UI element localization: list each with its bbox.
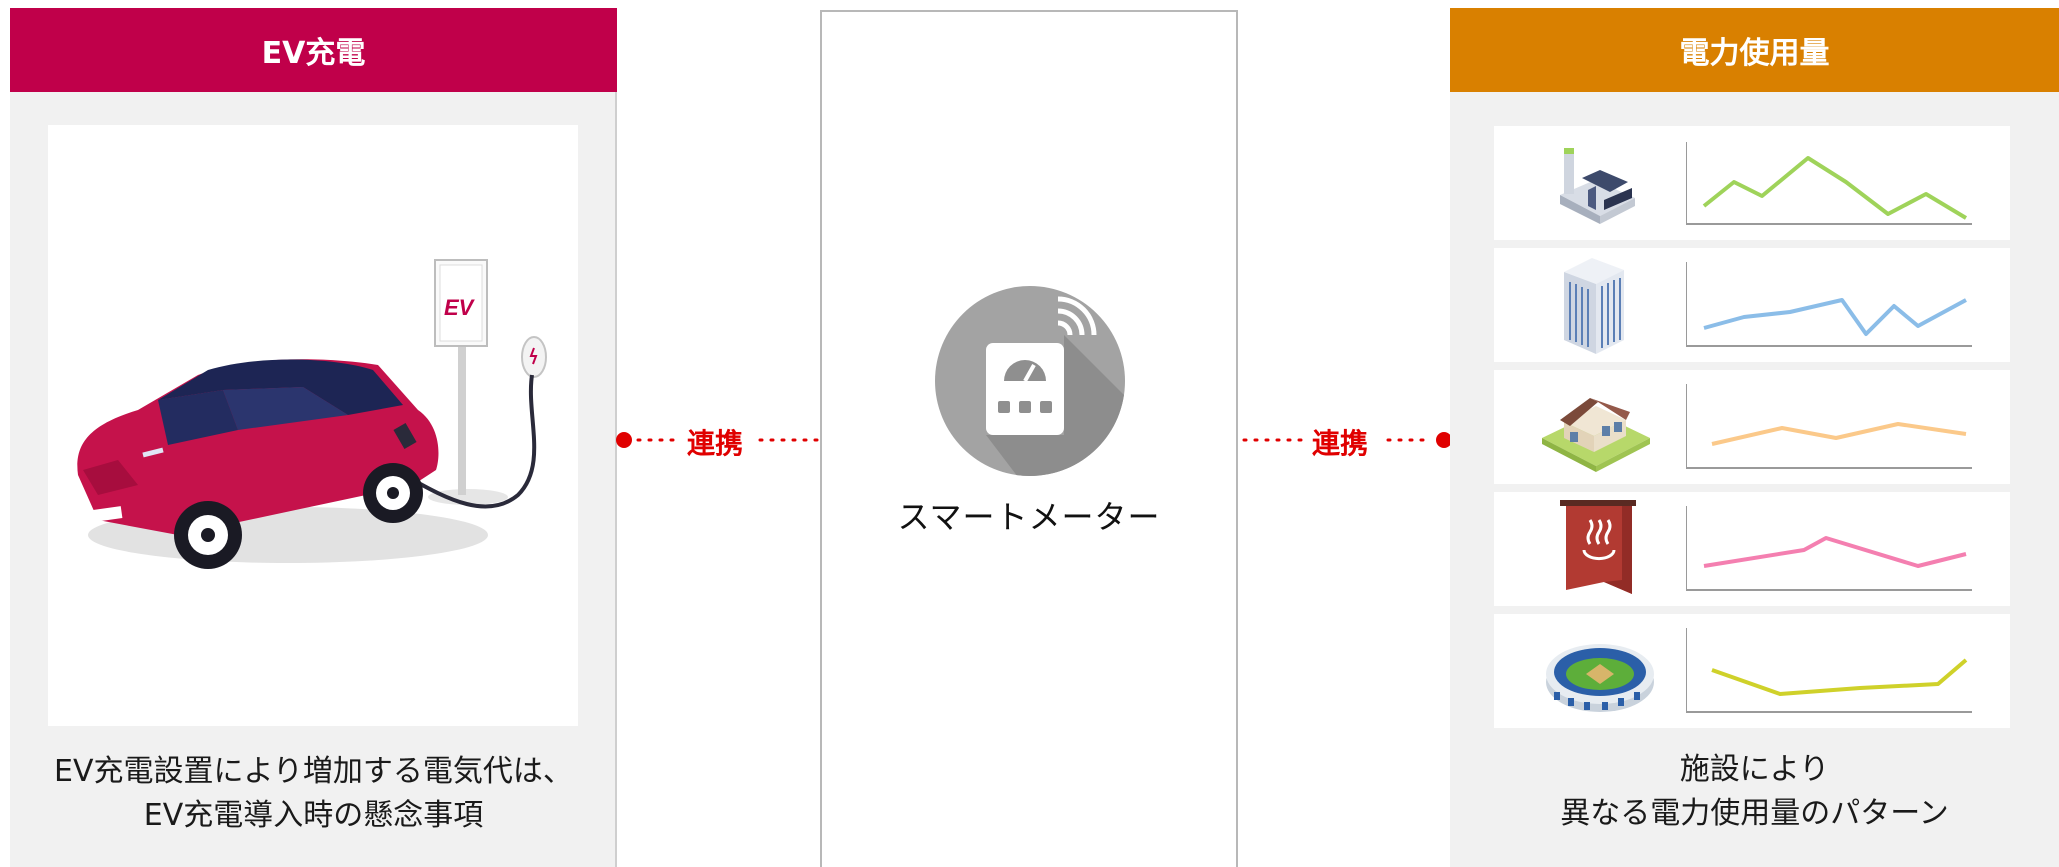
house-icon: [1542, 398, 1650, 472]
ev-illustration: EV: [48, 125, 578, 726]
factory-icon: [1560, 148, 1635, 224]
usage-line-hot-spring: [1703, 536, 1967, 568]
usage-line-house: [1711, 422, 1967, 446]
facility-row-stadium: [1494, 614, 2010, 728]
charger-sign-text: EV: [444, 295, 476, 320]
right-link-label: 連携: [1312, 427, 1369, 460]
usage-chart-hot-spring: [1686, 506, 1972, 591]
facility-row-factory: [1494, 126, 2010, 240]
left-link-connector: [616, 432, 822, 448]
usage-chart-stadium: [1686, 628, 1972, 713]
facility-row-house: [1494, 370, 2010, 484]
left-link-label: 連携: [687, 427, 744, 460]
usage-chart-office: [1686, 262, 1972, 347]
hot-spring-icon: [1560, 500, 1636, 594]
office-building-icon: [1564, 258, 1624, 354]
stadium-icon: [1546, 644, 1654, 712]
power-usage-header: 電力使用量: [1450, 8, 2059, 92]
power-caption-line-2: 異なる電力使用量のパターン: [1560, 796, 1949, 831]
usage-chart-factory: [1686, 142, 1972, 225]
smart-meter-icon: [935, 286, 1125, 476]
right-link-connector: [1242, 432, 1452, 448]
ev-car-charging-icon: EV: [77, 259, 547, 569]
usage-chart-house: [1686, 384, 1972, 469]
ev-charging-header: EV充電: [10, 8, 617, 92]
ev-caption-line-2: EV充電導入時の懸念事項: [143, 798, 484, 833]
usage-line-office: [1703, 298, 1967, 336]
smart-meter-label: スマートメーター: [897, 498, 1161, 536]
power-usage-panel: 電力使用量: [1450, 8, 2059, 867]
power-usage-caption: 施設により 異なる電力使用量のパターン: [1450, 748, 2059, 836]
smart-meter-panel: スマートメーター: [820, 10, 1238, 867]
facility-row-office: [1494, 248, 2010, 362]
facility-row-hot-spring: [1494, 492, 2010, 606]
ev-caption-line-1: EV充電設置により増加する電気代は、: [54, 754, 573, 789]
power-caption-line-1: 施設により: [1679, 752, 1830, 787]
ev-charging-panel: EV充電 EV: [10, 8, 617, 867]
usage-line-stadium: [1711, 658, 1968, 696]
ev-charging-caption: EV充電設置により増加する電気代は、 EV充電導入時の懸念事項: [10, 750, 617, 838]
usage-line-factory: [1702, 156, 1968, 220]
